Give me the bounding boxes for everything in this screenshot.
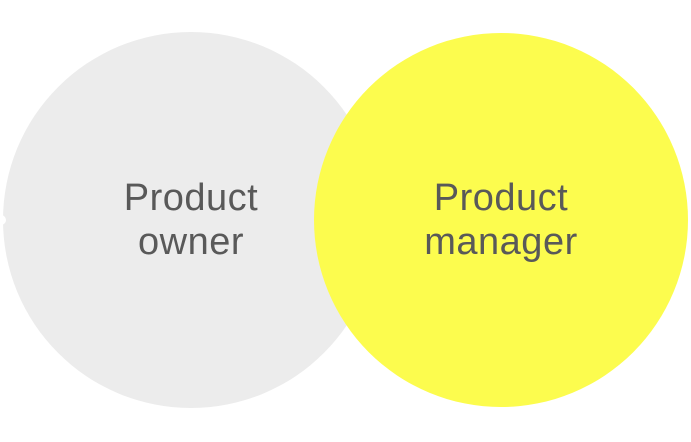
circle-product-manager: Product manager [314,33,688,407]
product-owner-label-line1: Product [123,177,259,219]
product-manager-label: Product manager [424,176,577,264]
product-manager-label-line2: manager [424,221,578,263]
product-manager-label-line1: Product [433,177,569,219]
left-edge-notch-artifact [0,215,6,225]
product-owner-label-line2: owner [138,221,244,263]
product-owner-label: Product owner [124,176,258,264]
